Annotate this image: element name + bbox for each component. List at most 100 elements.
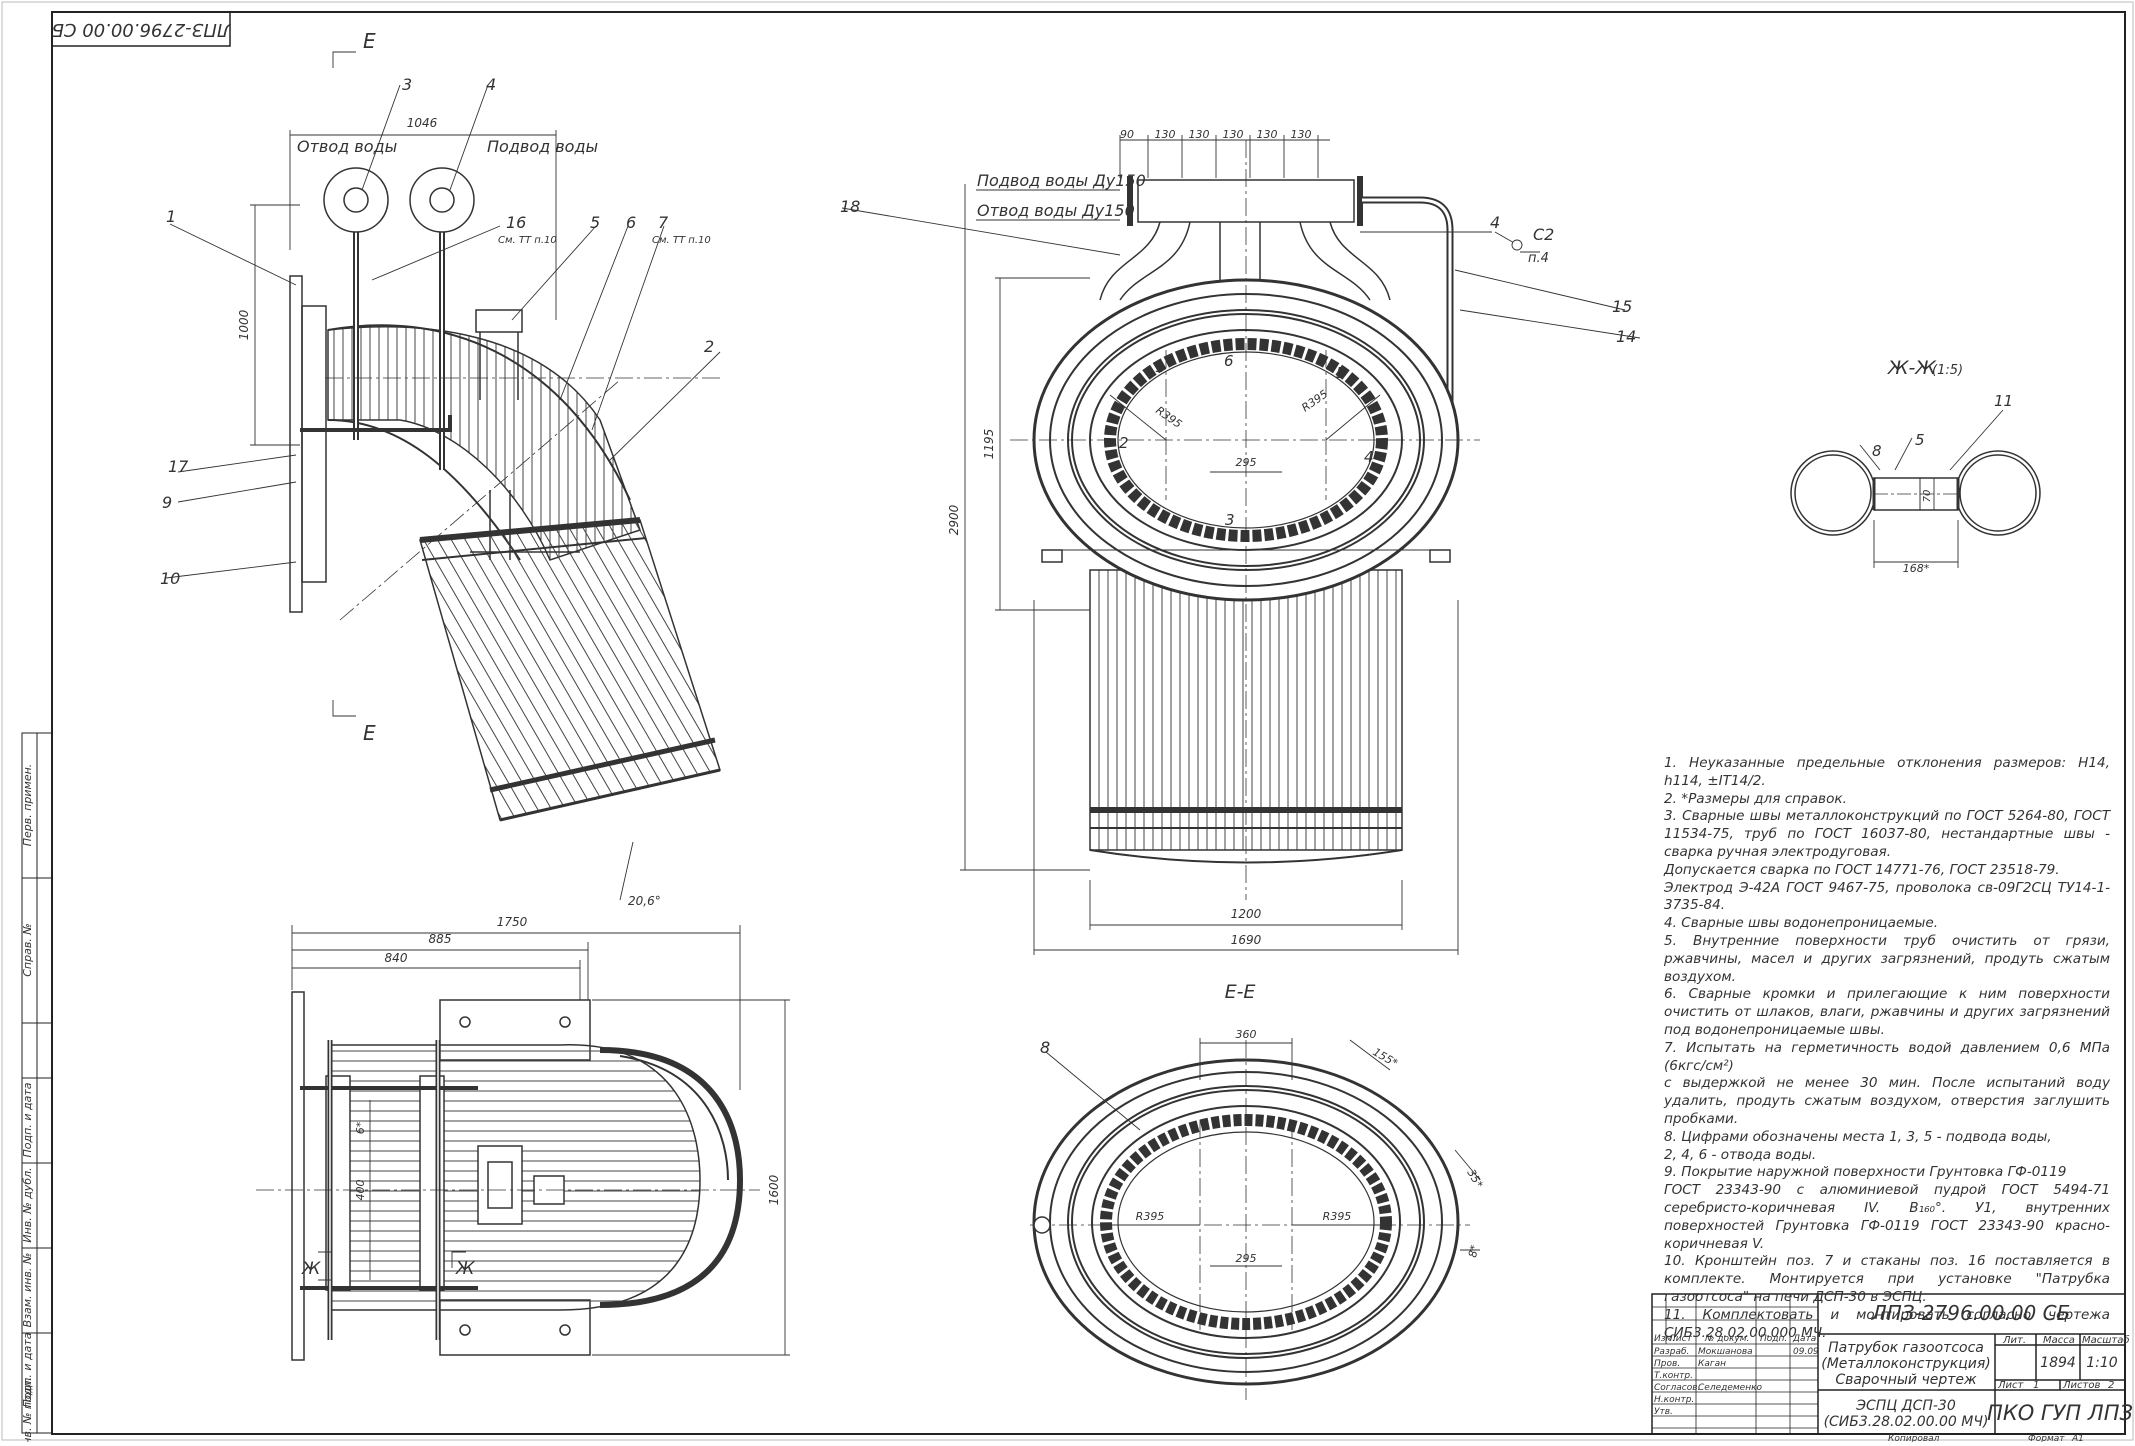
tb-org: ПКО ГУП ЛПЗ: [1987, 1401, 2133, 1425]
section-ee-r2: R395: [1323, 1210, 1352, 1223]
front-dim-top-2: 130: [1155, 128, 1176, 141]
drawing-frame: [51, 11, 2126, 1435]
callout-16: 16: [506, 213, 526, 232]
section-ee-annotations: [1045, 1038, 1481, 1267]
front-dim-1195: 1195: [982, 429, 996, 460]
callout-9: 9: [162, 493, 172, 512]
tb-lit-label: Лит.: [2002, 1335, 2026, 1346]
plan-dim-840: 840: [385, 951, 408, 965]
tb-role-3: Т.контр.: [1654, 1371, 1693, 1381]
section-zh-dim-70: 70: [1922, 490, 1933, 503]
tb-name-3: Сварочный чертеж: [1835, 1372, 1977, 1388]
tb-role-5: Н.контр.: [1654, 1395, 1694, 1405]
section-zh-view: [1790, 409, 2041, 568]
tb-ref-1: ЭСПЦ ДСП-30: [1855, 1398, 1956, 1414]
note-4: 4. Сварные швы водонепроницаемые.: [1664, 915, 1939, 932]
front-callout-18: 18: [840, 197, 860, 216]
section-ee-callout-8: 8: [1040, 1038, 1050, 1057]
callout-10: 10: [160, 569, 180, 588]
tb-code: ЛПЗ-2796.00.00 СБ: [1871, 1301, 2071, 1325]
section-ee-title: Е-Е: [1225, 981, 1256, 1003]
tb-name-2: (Металлоконструкция): [1821, 1356, 1991, 1372]
strip-label-7: Инв. № подл.: [21, 1377, 34, 1442]
top-stamp-text: ЛПЗ-2796.00.00 СБ: [52, 19, 232, 40]
section-zh-dim-168: 168*: [1903, 562, 1930, 575]
side-note-16: См. ТТ п.10: [498, 235, 557, 246]
side-dim-width: 1046: [407, 116, 438, 130]
callout-2: 2: [704, 337, 714, 356]
note-8: 8. Цифрами обозначены места 1, 3, 5 - по…: [1664, 1128, 2052, 1145]
section-zh-callout-11: 11: [1994, 392, 2013, 410]
tb-sheet-no: 1: [2033, 1380, 2039, 1391]
front-view-annotations: [841, 135, 1641, 955]
tb-name-1: Патрубок газоотсоса: [1828, 1340, 1984, 1356]
note-6: 6. Сварные кромки и прилегающие к ним по…: [1664, 986, 2110, 1038]
side-label-outlet: Отвод воды: [297, 137, 397, 156]
side-angle: 20,6°: [628, 894, 661, 908]
side-view-annotations: [165, 51, 721, 901]
note-7a: с выдержкой не менее 30 мин. После испыт…: [1664, 1075, 2110, 1127]
side-section-mark-bottom: Е: [363, 721, 376, 745]
front-center-dim: 295: [1236, 456, 1257, 469]
note-7: 7. Испытать на герметичность водой давле…: [1664, 1039, 2110, 1074]
section-ee-r1: R395: [1136, 1210, 1165, 1223]
tb-col-izm: Изм.: [1654, 1334, 1675, 1344]
plan-dim-885: 885: [429, 932, 452, 946]
plan-dim-400: 400: [354, 1180, 367, 1201]
plan-view: [256, 991, 760, 1361]
note-3b: Электрод Э-42А ГОСТ 9467-75, проволока с…: [1664, 879, 2110, 914]
callout-3: 3: [402, 75, 412, 94]
front-view: [1010, 140, 1480, 900]
section-ee-dim-35: 35*: [1464, 1167, 1485, 1191]
note-5: 5. Внутренние поверхности труб очистить …: [1664, 932, 2110, 985]
front-callout-4: 4: [1490, 213, 1500, 232]
top-stamp: ЛПЗ-2796.00.00 СБ: [51, 11, 232, 47]
section-ee-dim-8: 8*: [1466, 1243, 1481, 1258]
callout-7: 7: [658, 213, 669, 232]
strip-label-6: Подп. и дата: [21, 1332, 34, 1407]
tb-person-1: Мокшанова: [1698, 1347, 1753, 1357]
tb-col-doc: № докум.: [1704, 1334, 1749, 1344]
note-3a: Допускается сварка по ГОСТ 14771-76, ГОС…: [1664, 861, 2060, 878]
tb-mass-label: Масса: [2043, 1335, 2075, 1346]
side-section-mark-top: Е: [363, 29, 376, 53]
front-zone-1: 1: [1155, 358, 1165, 376]
callout-4: 4: [486, 75, 496, 94]
tb-col-sign: Подп.: [1760, 1334, 1787, 1344]
plan-dim-6: 6*: [354, 1121, 367, 1134]
front-label-inlet: Подвод воды Ду150: [977, 171, 1146, 190]
tb-scale-label: Масштаб: [2082, 1334, 2130, 1346]
callout-1: 1: [166, 207, 176, 226]
plan-view-annotations: [291, 925, 790, 1356]
note-10: 10. Кронштейн поз. 7 и стаканы поз. 16 п…: [1664, 1253, 2110, 1305]
tb-scale: 1:10: [2086, 1355, 2118, 1371]
side-dim-height: 1000: [237, 309, 251, 340]
side-note-7: См. ТТ п.10: [652, 235, 711, 246]
tb-mass: 1894: [2040, 1355, 2076, 1371]
tb-sheet-label: Лист: [1997, 1380, 2025, 1391]
section-zh-scale: (1:5): [1932, 363, 1963, 378]
tb-person-4: Селедеменко: [1698, 1383, 1763, 1393]
front-dim-top-6: 130: [1291, 128, 1312, 141]
tb-role-1: Разраб.: [1654, 1347, 1689, 1357]
section-zh-callout-8: 8: [1872, 442, 1882, 460]
section-zh-title: Ж-Ж: [1887, 357, 1937, 379]
strip-label-5: Взам. инв. №: [21, 1253, 34, 1328]
front-dim-2900: 2900: [947, 504, 961, 535]
side-label-inlet: Подвод воды: [487, 137, 598, 156]
callout-5: 5: [590, 213, 600, 232]
strip-label-2: Справ. №: [21, 923, 34, 977]
front-zone-3: 3: [1225, 511, 1235, 529]
tb-format: А1: [2071, 1434, 2084, 1442]
note-9a: ГОСТ 23343-90 с алюминиевой пудрой ГОСТ …: [1664, 1182, 2110, 1252]
strip-label-3: Подп. и дата: [21, 1082, 34, 1157]
front-zone-2: 2: [1119, 434, 1129, 452]
tb-person-2: Каган: [1698, 1359, 1726, 1369]
front-weld-mark: С2: [1533, 225, 1554, 244]
title-block-frame: [1651, 1293, 2126, 1435]
note-2: 2. *Размеры для справок.: [1664, 790, 1847, 807]
section-ee-view: [1030, 1040, 1470, 1400]
front-dim-top-5: 130: [1257, 128, 1278, 141]
front-dim-top-4: 130: [1223, 128, 1244, 141]
